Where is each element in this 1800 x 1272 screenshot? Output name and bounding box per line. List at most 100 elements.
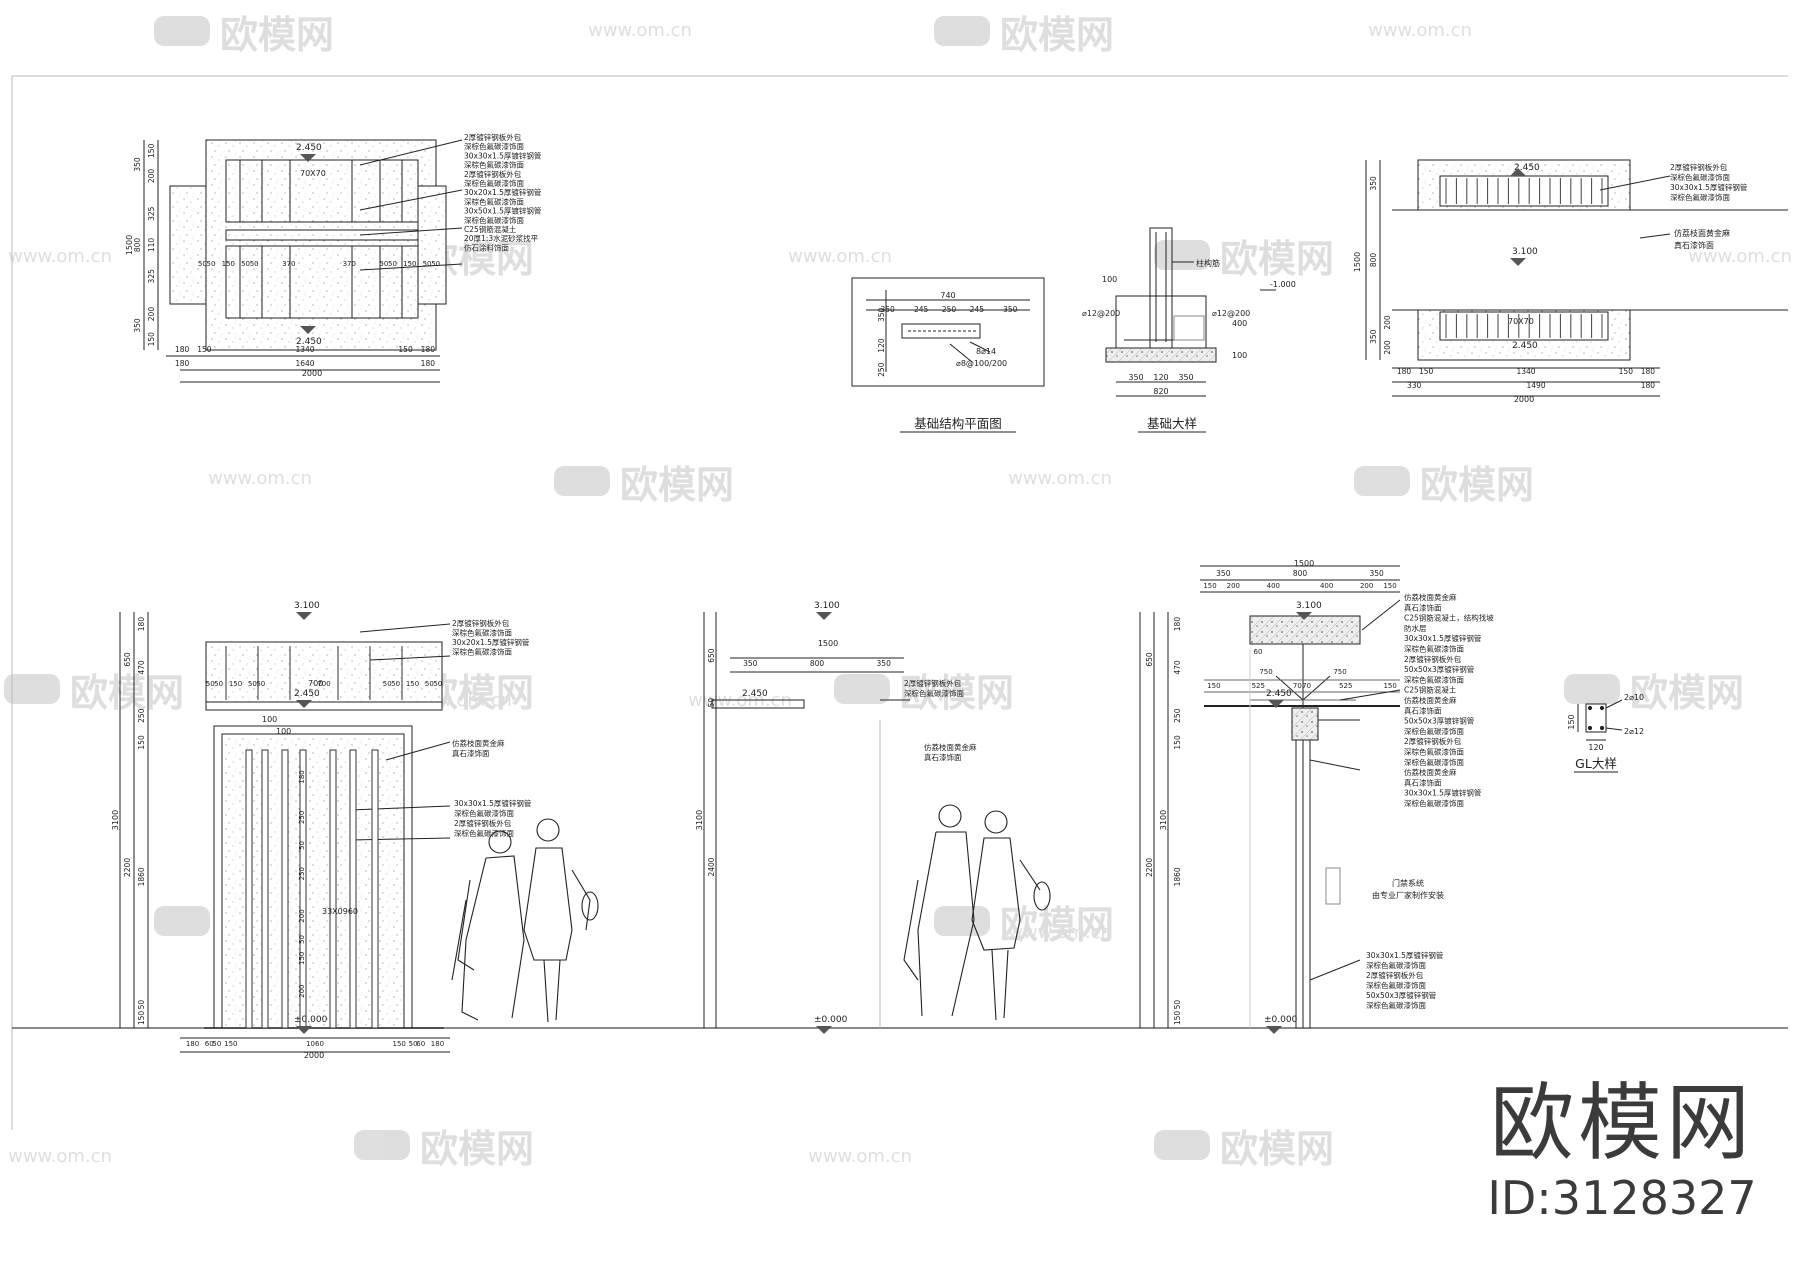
front-dim-v-0: 180 bbox=[137, 617, 146, 632]
watermark-sofa-icon bbox=[1154, 1130, 1210, 1160]
front-dim-h-4: 1060 bbox=[306, 1040, 324, 1048]
plan-top-dim-total-h: 2000 bbox=[302, 369, 322, 378]
plan-right-note-2: 30x30x1.5厚镀锌钢管 bbox=[1670, 182, 1748, 192]
plan-right-bars bbox=[1445, 178, 1603, 338]
watermark-sofa-icon bbox=[1154, 240, 1210, 270]
plan-top-elev-bottom: 2.450 bbox=[296, 337, 322, 347]
section-elev-mid-marker bbox=[1268, 700, 1284, 708]
side-elevation-text: 3.100 2.450 ±0.000 1500 3100 bbox=[695, 601, 848, 1025]
section-dim-mid-1: 750 bbox=[1259, 668, 1272, 676]
front-note-top-1: 深棕色氟碳漆饰面 bbox=[452, 628, 512, 638]
section-note-14: 2厚镀锌钢板外包 bbox=[1404, 736, 1462, 746]
section-dim-v-3: 150 bbox=[1173, 735, 1182, 750]
watermark-url-1: www.om.cn bbox=[1368, 20, 1472, 41]
plan-top-dim-v-5: 200 bbox=[147, 307, 156, 322]
plan-right-text: 2.450 3.100 70X70 2.450 1500 2000 仿荔枝面黄金… bbox=[1353, 163, 1730, 404]
foundation-plan-rebar-2: ⌀8@100/200 bbox=[956, 359, 1007, 368]
section-note-13: 深棕色氟碳漆饰面 bbox=[1404, 726, 1464, 736]
front-note-mid-0: 仿荔枝面黄金麻 bbox=[452, 738, 505, 748]
plan-top-dim-h1-2: 1340 bbox=[295, 345, 314, 354]
watermark-sofa-icon bbox=[154, 906, 210, 936]
front-top-dim-9: 50 bbox=[425, 680, 434, 688]
section-note-8: 深棕色氟碳漆饰面 bbox=[1404, 674, 1464, 684]
front-elev-top: 3.100 bbox=[294, 601, 320, 611]
plan-right-note-1: 深棕色氟碳漆饰面 bbox=[1670, 172, 1730, 182]
watermark-sofa-icon bbox=[834, 674, 890, 704]
front-label-door: 33X0960 bbox=[322, 907, 358, 916]
front-vertical-bar bbox=[261, 749, 269, 1029]
brand-id: ID:3128327 bbox=[1487, 1170, 1757, 1225]
section-note-11: 真石漆饰面 bbox=[1404, 705, 1442, 715]
section-note-low-3: 深棕色氟碳漆饰面 bbox=[1366, 980, 1426, 990]
front-vertical-bar bbox=[329, 749, 337, 1029]
plan-top-dim-v-2: 325 bbox=[147, 206, 156, 221]
section-dim-v-4: 1860 bbox=[1173, 867, 1182, 886]
foundation-plan-dim-4: 350 bbox=[1003, 305, 1018, 314]
watermark-logo-0: 欧模网 bbox=[220, 13, 334, 57]
section-note-10: 仿荔枝面黄金麻 bbox=[1404, 695, 1457, 705]
section-dim-v-1: 470 bbox=[1173, 660, 1182, 675]
front-dim-h-0: 180 bbox=[186, 1040, 199, 1048]
foundation-plan-rebar-1: 8⌀14 bbox=[976, 347, 996, 356]
front-dim-h-1: 60 bbox=[205, 1040, 214, 1048]
people-figure-side bbox=[903, 804, 1051, 1021]
front-top-dim-2: 150 bbox=[229, 680, 242, 688]
front-top-dim-10: 50 bbox=[433, 680, 442, 688]
section-note-low-4: 50x50x3厚镀锌钢管 bbox=[1366, 990, 1437, 1000]
watermark-sofa-icon bbox=[1354, 466, 1410, 496]
section-dim-row2-1: 200 bbox=[1227, 582, 1240, 590]
section-note-1: 真石漆饰面 bbox=[1404, 602, 1442, 612]
front-note-low-0: 30x30x1.5厚镀锌钢管 bbox=[454, 798, 532, 808]
section-dim-mid-2: 750 bbox=[1333, 668, 1346, 676]
plan-top-dim-v-6: 150 bbox=[147, 332, 156, 347]
watermark-sofa-icon bbox=[154, 16, 210, 46]
front-dim-total-h: 2000 bbox=[304, 1051, 324, 1060]
section-dim-row1-1: 800 bbox=[1293, 569, 1308, 578]
section-text: 3.100 2.450 ±0.000 1500 3100 门禁系统 由专业厂家制… bbox=[1159, 559, 1444, 1025]
section-dim-mid2-4: 525 bbox=[1339, 682, 1352, 690]
front-dim-total-v: 3100 bbox=[111, 810, 120, 830]
section-gate-note-2: 由专业厂家制作安装 bbox=[1372, 890, 1444, 900]
front-door-top-1: 100 bbox=[262, 715, 277, 724]
plan-top-elev-top: 2.450 bbox=[296, 143, 322, 153]
plan-right-elev-marker-top bbox=[1510, 168, 1526, 176]
front-dim-v2-0: 650 bbox=[123, 652, 132, 667]
section-dim-v-5: 50 bbox=[1173, 1000, 1182, 1010]
front-top-dim-7: 50 bbox=[391, 680, 400, 688]
plan-top-dim-h1-1: 150 bbox=[197, 345, 212, 354]
gl-dim-h: 120 bbox=[1588, 743, 1603, 752]
section-note-12: 50x50x3厚镀锌钢管 bbox=[1404, 716, 1475, 726]
side-elev-top-marker bbox=[816, 612, 832, 620]
front-dim-v-1: 470 bbox=[137, 660, 146, 675]
watermark-url-9: www.om.cn bbox=[808, 1146, 912, 1167]
plan-top-dim-h1-4: 180 bbox=[421, 345, 436, 354]
plan-top-dim-v2-0: 350 bbox=[133, 157, 142, 172]
side-elev-top: 3.100 bbox=[814, 601, 840, 611]
side-note-mid-0: 仿荔枝面黄金麻 bbox=[924, 742, 977, 752]
section-elev-top: 3.100 bbox=[1296, 601, 1322, 611]
gl-dim-v: 150 bbox=[1567, 714, 1576, 729]
front-elevation-bars bbox=[225, 646, 403, 1029]
section-dim-v-2: 250 bbox=[1173, 708, 1182, 723]
plan-top-note-4: 2厚镀锌钢板外包 bbox=[464, 169, 522, 179]
plan-top-inner-dim-5: 370 bbox=[282, 260, 295, 268]
front-panel-dim-1: 250 bbox=[298, 811, 306, 824]
section-dim-mid-0: 60 bbox=[1254, 648, 1263, 656]
gl-rebar-2: 2⌀12 bbox=[1624, 727, 1644, 736]
foundation-detail-rebar-left: ⌀12@200 bbox=[1082, 309, 1120, 318]
plan-top-inner-dim-0: 50 bbox=[198, 260, 207, 268]
plan-top-note-9: 深棕色氟碳漆饰面 bbox=[464, 215, 524, 225]
watermark-url-0: www.om.cn bbox=[588, 20, 692, 41]
watermark-logo-1: 欧模网 bbox=[1000, 13, 1114, 57]
front-dim-h-2: 50 bbox=[212, 1040, 221, 1048]
plan-top-dim-v2-2: 350 bbox=[133, 318, 142, 333]
front-note-top-2: 30x20x1.5厚镀锌钢管 bbox=[452, 637, 530, 647]
